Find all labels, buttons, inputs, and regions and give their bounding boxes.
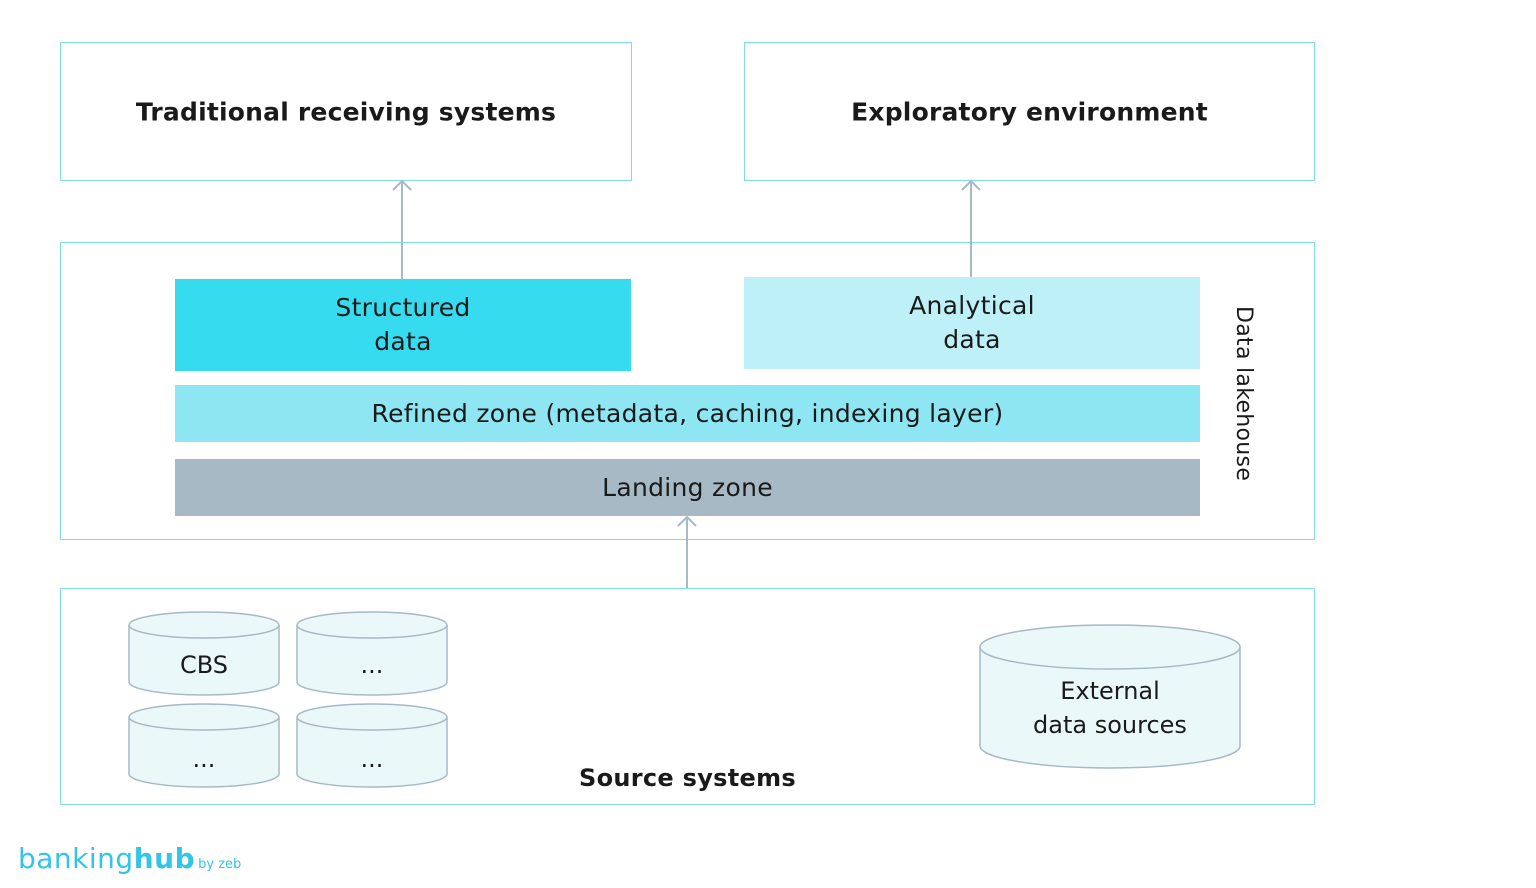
structured-data-line1: Structured — [335, 293, 471, 322]
source-systems-title: Source systems — [578, 764, 796, 792]
traditional-receiving-systems-title: Traditional receiving systems — [135, 97, 557, 126]
logo-part-banking: banking — [18, 842, 134, 875]
exploratory-environment-title: Exploratory environment — [851, 97, 1208, 126]
cylinder-4-label: ... — [360, 745, 384, 773]
cylinder-2 — [296, 611, 448, 696]
arrow-source-to-landing — [677, 515, 697, 588]
cylinder-cbs-label: CBS — [179, 651, 229, 679]
arrow-structured-to-traditional — [392, 179, 412, 279]
cylinder-3 — [128, 703, 280, 788]
refined-zone-label: Refined zone (metadata, caching, indexin… — [371, 398, 1004, 428]
structured-data-line2: data — [374, 327, 432, 356]
cylinder-4 — [296, 703, 448, 788]
cylinder-3-label: ... — [192, 745, 216, 773]
analytical-data-block: Analytical data — [744, 277, 1200, 369]
cylinder-external — [979, 624, 1241, 769]
landing-zone-label: Landing zone — [602, 472, 773, 502]
analytical-data-line1: Analytical — [909, 291, 1035, 320]
cylinder-cbs — [128, 611, 280, 696]
logo-part-hub: hub — [133, 842, 196, 875]
external-line2: data sources — [1033, 711, 1187, 739]
refined-zone-block: Refined zone (metadata, caching, indexin… — [175, 385, 1200, 442]
structured-data-block: Structured data — [175, 279, 631, 371]
logo-part-byzeb: by zeb — [198, 857, 242, 872]
external-line1: External — [1060, 677, 1160, 705]
cylinder-2-label: ... — [360, 651, 384, 679]
arrow-analytical-to-exploratory — [961, 179, 981, 277]
traditional-receiving-systems-box: Traditional receiving systems — [60, 42, 632, 181]
landing-zone-block: Landing zone — [175, 459, 1200, 516]
exploratory-environment-box: Exploratory environment — [744, 42, 1315, 181]
analytical-data-line2: data — [943, 325, 1001, 354]
external-data-sources-label: External data sources — [980, 674, 1240, 742]
